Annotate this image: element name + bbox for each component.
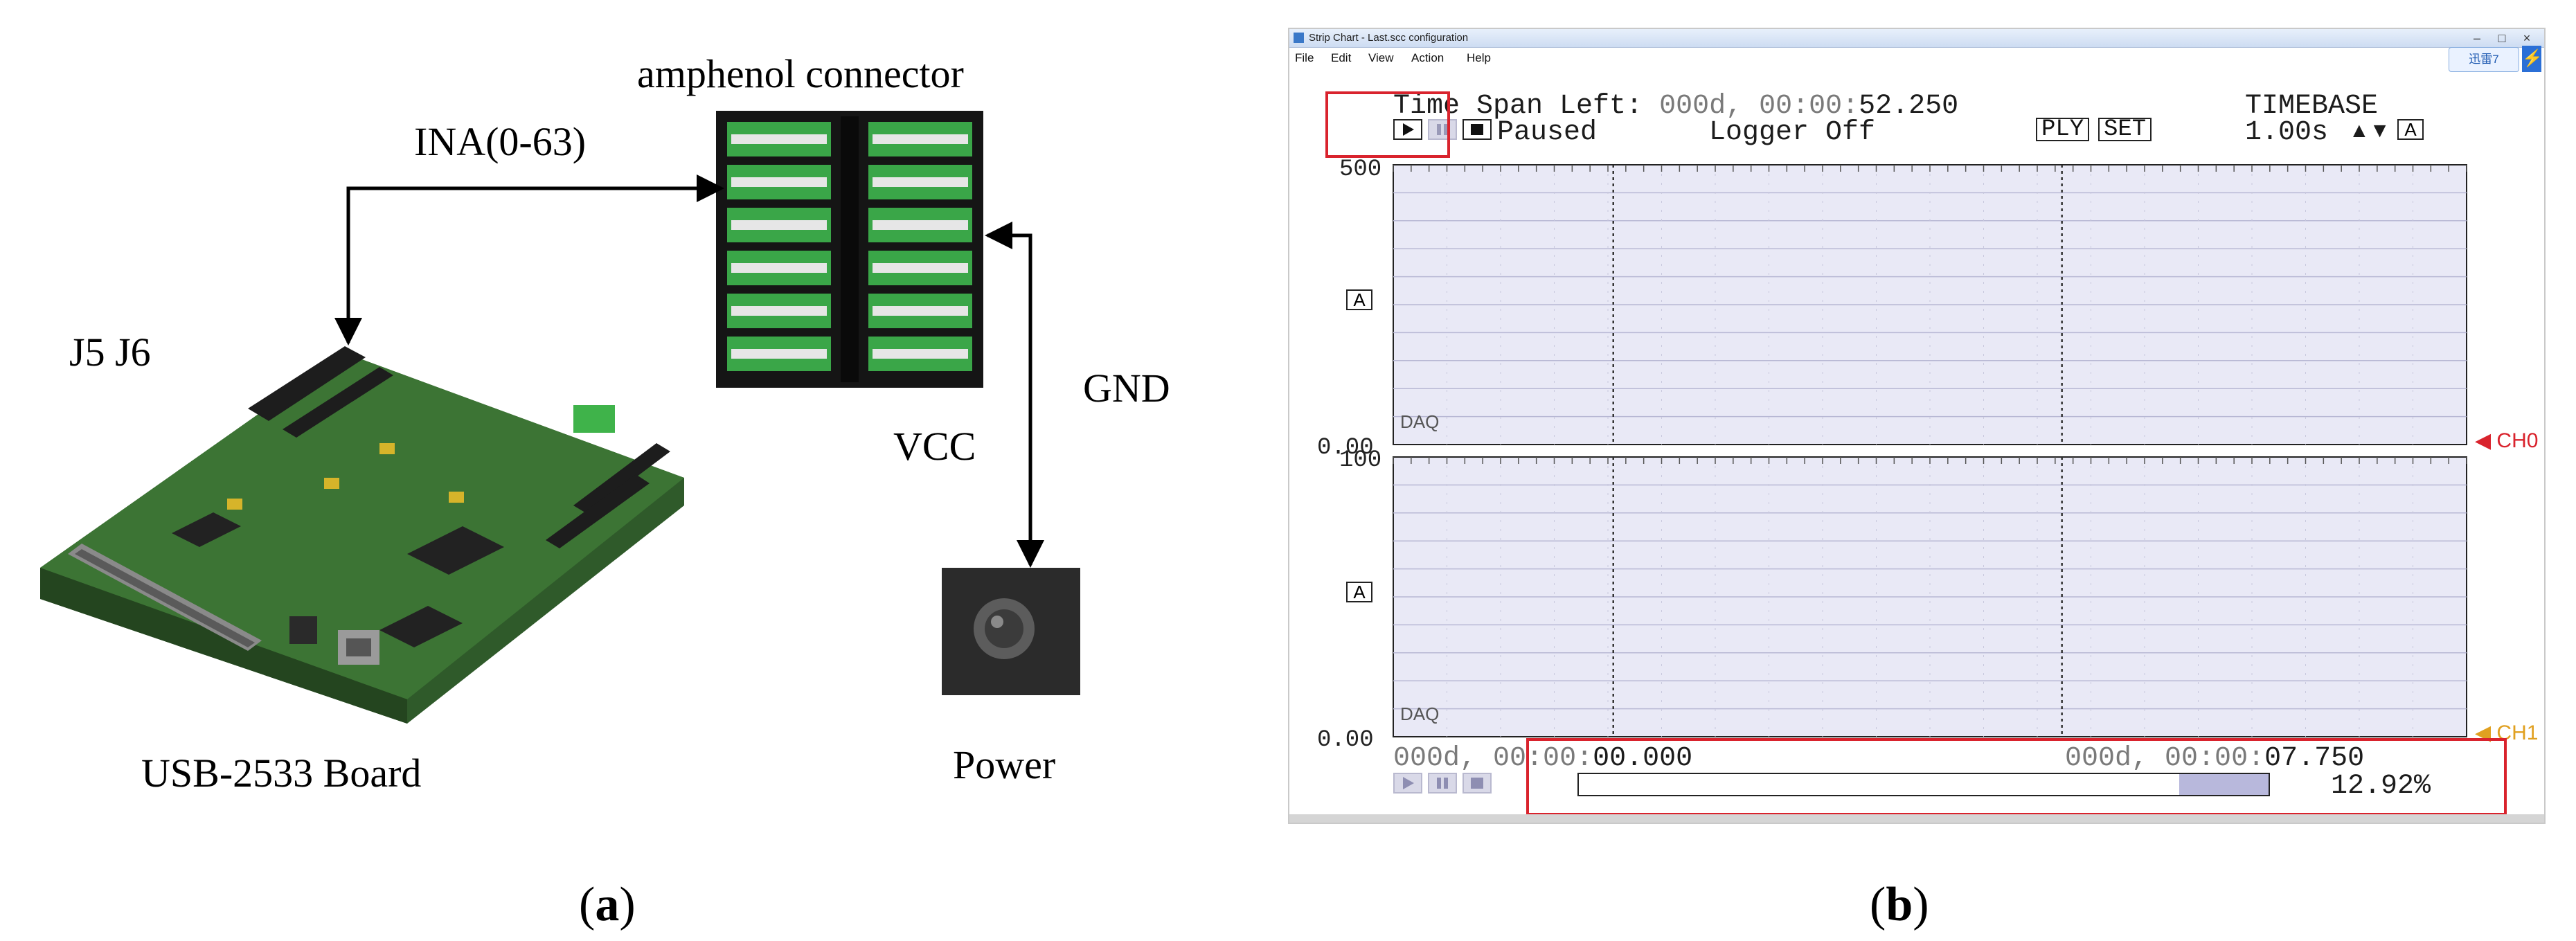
top-ymax-label: 500 bbox=[1339, 156, 1382, 183]
menu-help[interactable]: Help bbox=[1467, 51, 1491, 64]
caption-b: (b) bbox=[1870, 878, 1929, 931]
terminal-label-strip bbox=[873, 306, 968, 316]
footer-stop-button[interactable] bbox=[1463, 773, 1492, 794]
power-label: Power bbox=[953, 742, 1056, 787]
terminal-label-strip bbox=[731, 349, 827, 359]
menu-file[interactable]: File bbox=[1295, 51, 1314, 64]
board-label: USB-2533 Board bbox=[141, 751, 422, 796]
play-icon bbox=[1403, 777, 1414, 789]
ch0-label: ◀ CH0 bbox=[2475, 429, 2539, 452]
logger-status: Logger Off bbox=[1709, 117, 1876, 148]
stop-button[interactable] bbox=[1463, 119, 1492, 140]
title-bar: Strip Chart - Last.scc configuration – □… bbox=[1289, 29, 2544, 48]
play-icon bbox=[1403, 123, 1414, 136]
highlight-progress-area bbox=[1526, 738, 2507, 816]
timebase-value: 1.00s bbox=[2245, 117, 2329, 148]
menu-view[interactable]: View bbox=[1368, 51, 1394, 64]
power-supply-image bbox=[942, 568, 1080, 695]
stop-icon bbox=[1471, 778, 1483, 789]
footer-start-time: 000d, 00:00:00.000 bbox=[1393, 743, 1693, 774]
ina-signal-label: INA(0-63) bbox=[414, 119, 587, 164]
terminal-label-strip bbox=[873, 349, 968, 359]
menu-action[interactable]: Action bbox=[1411, 51, 1444, 64]
terminal-label-strip bbox=[731, 220, 827, 230]
set-button[interactable]: SET bbox=[2098, 118, 2152, 141]
timebase-auto-button[interactable]: A bbox=[2397, 119, 2424, 140]
lightning-icon[interactable]: ⚡ bbox=[2522, 46, 2543, 72]
progress-percent: 12.92% bbox=[2331, 771, 2431, 802]
terminal-label-strip bbox=[873, 134, 968, 144]
terminal-label-strip bbox=[731, 134, 827, 144]
usb-2533-board-image bbox=[40, 346, 684, 724]
terminal-label-strip bbox=[731, 306, 827, 316]
bottom-source-label: DAQ bbox=[1400, 703, 1440, 724]
top-source-label: DAQ bbox=[1400, 411, 1440, 432]
footer-pause-button[interactable] bbox=[1428, 773, 1457, 794]
vcc-label: VCC bbox=[893, 424, 976, 469]
maximize-icon[interactable]: □ bbox=[2498, 31, 2506, 45]
terminal-label-strip bbox=[731, 177, 827, 187]
terminal-label-strip bbox=[873, 220, 968, 230]
terminal-label-strip bbox=[731, 263, 827, 273]
menu-bar: File Edit View Action Help bbox=[1289, 48, 2544, 69]
top-ymin-label: 0.00 bbox=[1317, 435, 1374, 461]
close-icon[interactable]: × bbox=[2523, 31, 2531, 45]
menu-edit[interactable]: Edit bbox=[1331, 51, 1352, 64]
bottom-ymax-label: 100 bbox=[1339, 447, 1382, 474]
bottom-axis-auto-button[interactable]: A bbox=[1346, 582, 1372, 602]
time-span-readout: Time Span Left: 000d, 00:00:52.250 bbox=[1393, 91, 1959, 122]
timebase-adjust-icon[interactable]: ▲▼ bbox=[2349, 119, 2390, 142]
footer-end-time: 000d, 00:00:07.750 bbox=[2065, 743, 2365, 774]
terminal-label-strip bbox=[873, 177, 968, 187]
window-title: Strip Chart - Last.scc configuration bbox=[1309, 32, 1469, 44]
progress-bar[interactable] bbox=[1577, 773, 2270, 796]
play-button[interactable] bbox=[1393, 119, 1422, 140]
amphenol-connector-label: amphenol connector bbox=[637, 51, 964, 96]
bottom-ymin-label: 0.00 bbox=[1317, 727, 1374, 753]
highlight-play-controls bbox=[1325, 91, 1450, 158]
minimize-icon[interactable]: – bbox=[2473, 31, 2480, 45]
timebase-label: TIMEBASE bbox=[2245, 91, 2379, 122]
arrow-ina-signal bbox=[334, 174, 724, 346]
j5-j6-label: J5 J6 bbox=[69, 330, 151, 375]
strip-chart-window: Strip Chart - Last.scc configuration – □… bbox=[1288, 28, 2546, 824]
stop-icon bbox=[1471, 124, 1483, 135]
progress-fill bbox=[2179, 774, 2269, 795]
status-text: Paused bbox=[1497, 117, 1598, 148]
top-axis-auto-button[interactable]: A bbox=[1346, 289, 1372, 310]
arrow-power-line bbox=[985, 222, 1044, 568]
caption-a: (a) bbox=[579, 878, 636, 931]
gnd-label: GND bbox=[1083, 366, 1170, 411]
terminal-label-strip bbox=[873, 263, 968, 273]
footer-play-button[interactable] bbox=[1393, 773, 1422, 794]
strip-chart-plots bbox=[1393, 164, 2467, 737]
amphenol-connector-image bbox=[716, 111, 983, 388]
ply-button[interactable]: PLY bbox=[2036, 118, 2090, 141]
pause-icon bbox=[1437, 778, 1448, 789]
pause-button[interactable] bbox=[1428, 119, 1457, 140]
app-icon bbox=[1294, 33, 1304, 43]
bottom-scrollbar[interactable] bbox=[1289, 814, 2544, 823]
connection-arrows bbox=[334, 174, 1044, 568]
toolbar-badge[interactable]: 迅雷7 bbox=[2449, 47, 2519, 72]
pause-icon bbox=[1437, 124, 1448, 135]
